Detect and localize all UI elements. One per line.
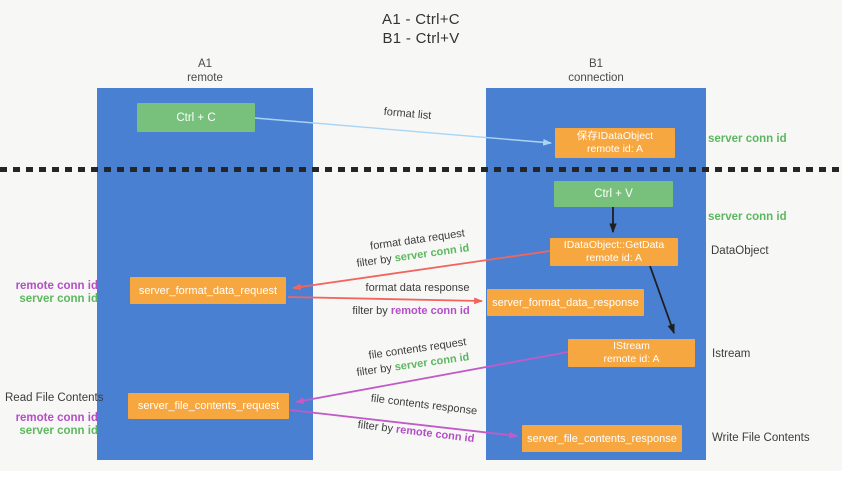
column-b1-name: B1 [588, 58, 604, 70]
node-ctrl-c: Ctrl + C [137, 103, 255, 132]
label-filter-by-remote-conn-id-1: filter by remote conn id [340, 305, 482, 317]
title-line-a1: A1 - Ctrl+C [382, 11, 460, 28]
column-a1-subtitle: remote [187, 72, 223, 84]
annotation-dataobject: DataObject [711, 245, 769, 257]
node-ctrl-v: Ctrl + V [554, 181, 673, 207]
server-file-contents-request-label: server_file_contents_request [137, 400, 280, 412]
column-b1-subtitle: connection [568, 72, 624, 84]
annotation-write-file-contents: Write File Contents [712, 432, 810, 444]
server-format-data-request-label: server_format_data_request [138, 284, 278, 297]
annotation-remote-conn-id-1: remote conn id [15, 280, 98, 292]
arrow-file-contents-request [294, 351, 569, 404]
remote-conn-id-text: remote conn id [390, 305, 470, 317]
arrow-format-list [254, 117, 553, 146]
annotation-server-conn-id-top: server conn id [708, 133, 787, 145]
title-line-b1: B1 - Ctrl+V [382, 30, 460, 47]
annotation-server-conn-id-mid: server conn id [708, 211, 787, 223]
ctrl-c-label: Ctrl + C [176, 111, 216, 124]
arrow-format-data-request [291, 250, 551, 291]
arrow-getdata-to-istream [649, 265, 675, 335]
istream-line1: IStream [613, 340, 650, 352]
filter-by-text: filter by [352, 305, 388, 317]
annotation-server-conn-id-left-1: server conn id [19, 293, 98, 305]
server-file-contents-response-label: server_file_contents_response [527, 432, 677, 445]
diagram-title: A1 - Ctrl+C B1 - Ctrl+V [0, 10, 842, 48]
column-header-a1: A1 remote [97, 57, 313, 85]
getdata-line1: IDataObject::GetData [563, 239, 665, 251]
arrow-format-data-response [287, 296, 484, 305]
ctrl-v-label: Ctrl + V [594, 188, 633, 200]
node-istream: IStream remote id: A [568, 339, 695, 367]
istream-line2: remote id: A [603, 353, 660, 365]
phase-separator-dashed-line [0, 167, 842, 172]
arrow-file-contents-response [289, 409, 519, 439]
node-idataobject-getdata: IDataObject::GetData remote id: A [550, 238, 678, 266]
annotation-remote-conn-id-2: remote conn id [15, 412, 98, 424]
column-a1-name: A1 [197, 58, 213, 70]
getdata-line2: remote id: A [585, 252, 643, 264]
save-idataobject-line2: remote id: A [586, 143, 644, 155]
footer-strip [0, 471, 842, 485]
server-format-data-response-label: server_format_data_response [492, 296, 639, 309]
label-format-data-response: format data response [365, 282, 470, 294]
save-idataobject-line1: 保存IDataObject [576, 130, 654, 142]
node-server-format-data-response: server_format_data_response [487, 289, 644, 316]
column-header-b1: B1 connection [486, 57, 706, 85]
node-server-format-data-request: server_format_data_request [130, 277, 286, 304]
node-server-file-contents-request: server_file_contents_request [128, 393, 289, 419]
annotation-read-file-contents: Read File Contents [5, 392, 104, 404]
annotation-server-conn-id-left-2: server conn id [19, 425, 98, 437]
node-server-file-contents-response: server_file_contents_response [522, 425, 682, 452]
node-save-idataobject: 保存IDataObject remote id: A [555, 128, 675, 158]
annotation-istream: Istream [712, 348, 751, 360]
